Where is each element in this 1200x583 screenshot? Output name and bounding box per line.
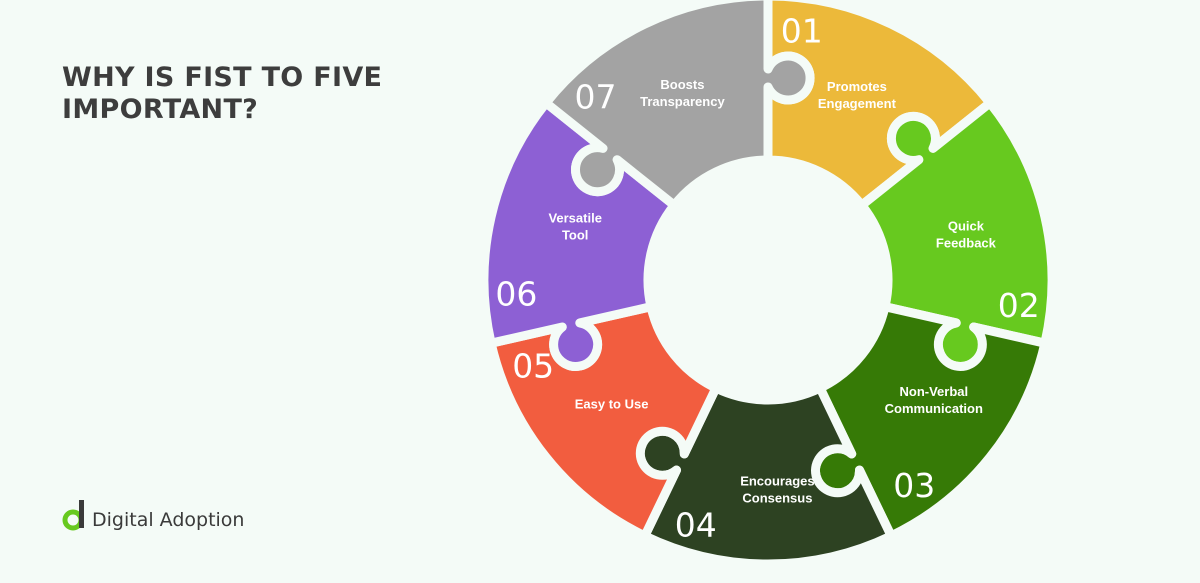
piece-label-line: Encourages	[740, 473, 814, 488]
logo-text: Digital Adoption	[92, 509, 245, 531]
brand-logo: Digital Adoption	[62, 498, 244, 534]
page-title: WHY IS FIST TO FIVE IMPORTANT?	[62, 62, 442, 126]
piece-number: 03	[893, 466, 935, 505]
piece-label-line: Consensus	[742, 490, 812, 505]
piece-label-line: Transparency	[640, 94, 725, 109]
piece-label-line: Promotes	[827, 79, 887, 94]
piece-label-line: Communication	[885, 401, 983, 416]
piece-number: 04	[675, 506, 717, 545]
piece-label-line: Feedback	[936, 235, 997, 250]
piece-number: 01	[781, 11, 823, 50]
piece-label-line: Non-Verbal	[899, 384, 968, 399]
piece-label-line: Engagement	[818, 96, 897, 111]
piece-label-line: Easy to Use	[575, 397, 649, 412]
puzzle-piece-shape	[541, 0, 815, 210]
piece-label-line: Quick	[948, 218, 985, 233]
digital-adoption-logo-icon	[62, 500, 84, 531]
piece-number: 05	[512, 347, 554, 386]
title-line-2: IMPORTANT?	[62, 94, 259, 125]
piece-label-line: Tool	[562, 227, 588, 242]
title-line-1: WHY IS FIST TO FIVE	[62, 62, 383, 93]
piece-label-line: Boosts	[660, 77, 704, 92]
piece-number: 02	[998, 286, 1040, 325]
piece-number: 06	[495, 275, 537, 314]
piece-label-line: Versatile	[548, 210, 602, 225]
piece-number: 07	[575, 77, 617, 116]
